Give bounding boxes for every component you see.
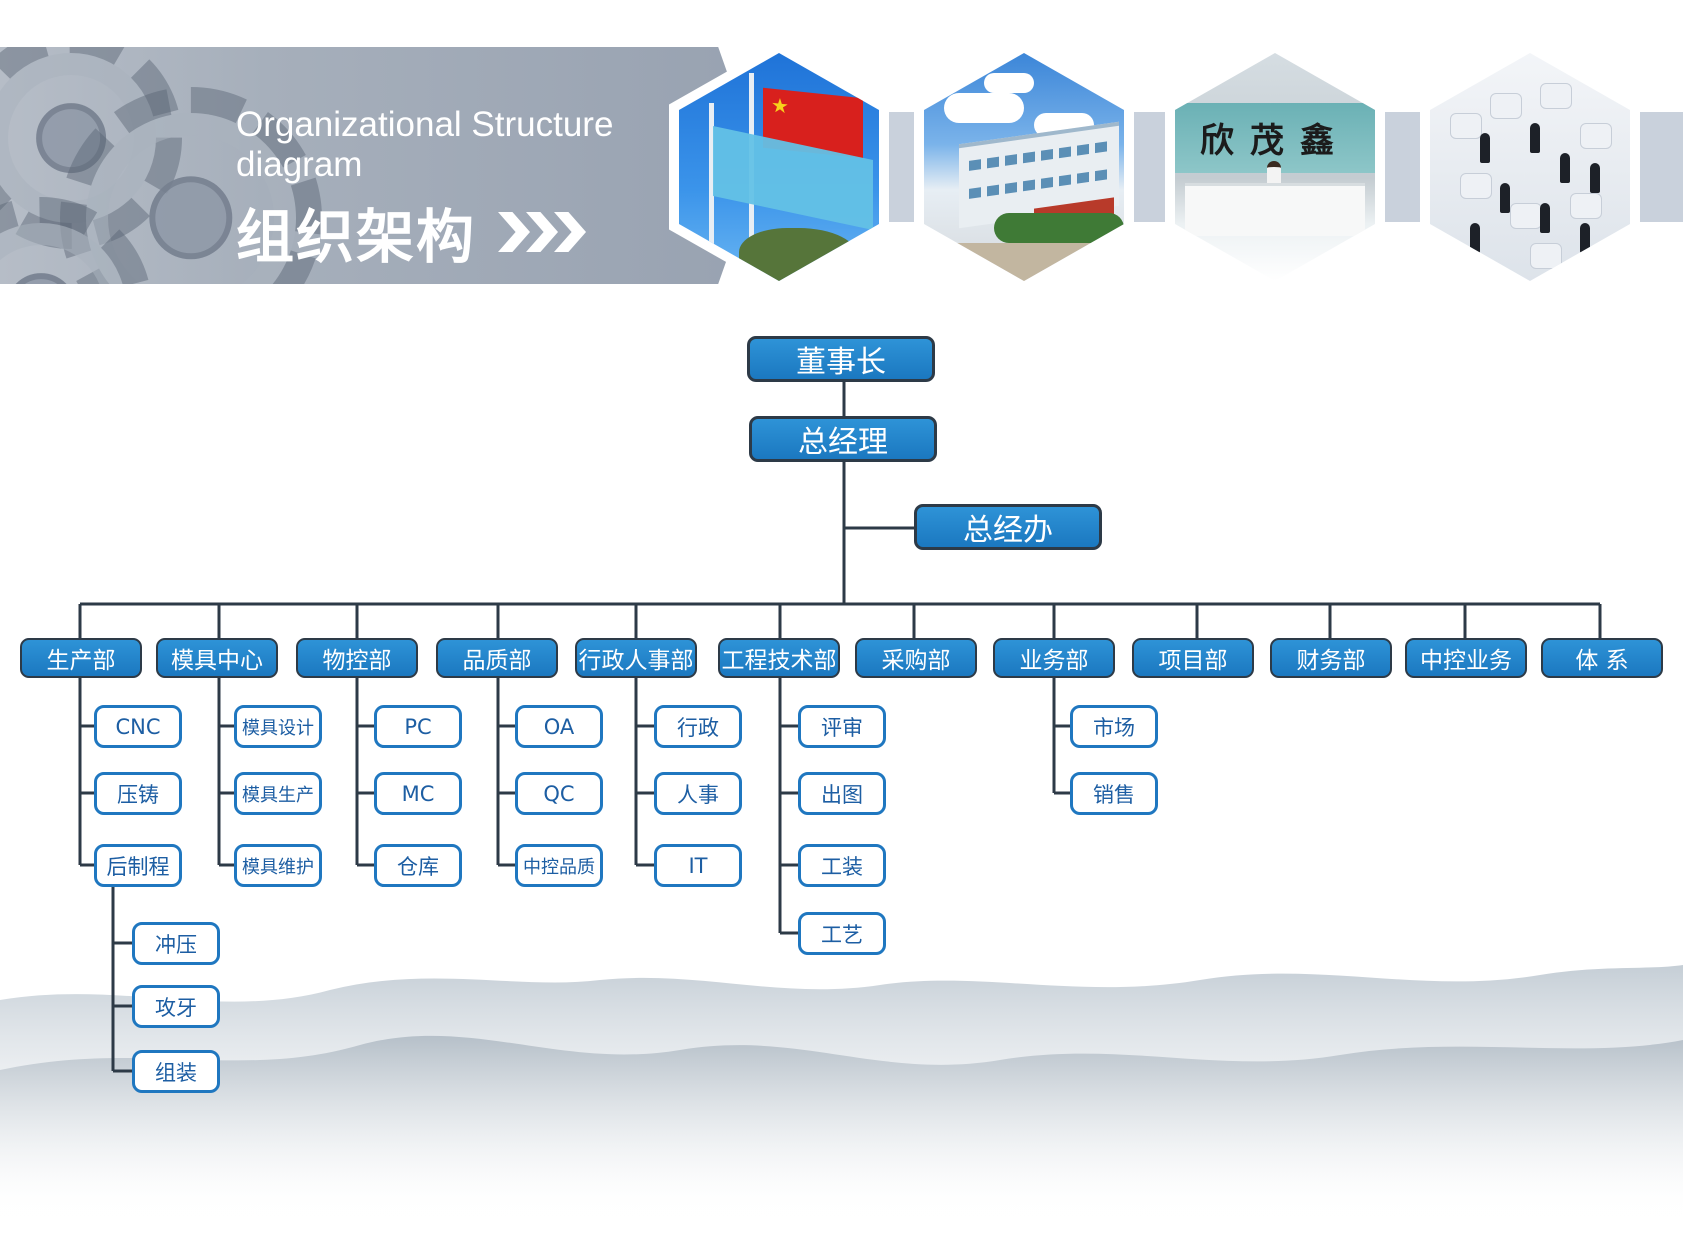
node-label: QC <box>543 781 575 806</box>
node-sub-department[interactable]: 后制程 <box>94 844 182 887</box>
node-label: MC <box>401 781 435 806</box>
node-label: 采购部 <box>881 648 951 674</box>
node-label: IT <box>688 853 708 878</box>
node-label: 体 系 <box>1575 648 1629 674</box>
photo-flags: ★ <box>669 42 889 292</box>
node-label: 压铸 <box>117 782 159 807</box>
node-label: 工程技术部 <box>721 648 837 674</box>
node-label: 董事长 <box>796 345 886 380</box>
node-department[interactable]: 工程技术部 <box>718 638 840 678</box>
node-sub-department[interactable]: 仓库 <box>374 844 462 887</box>
node-sub-department[interactable]: QC <box>515 772 603 815</box>
node-label: 生产部 <box>46 648 116 674</box>
node-label: 行政人事部 <box>578 648 694 674</box>
mountain-background <box>0 965 1683 1220</box>
node-label: PC <box>404 714 432 739</box>
node-sub-department[interactable]: MC <box>374 772 462 815</box>
node-sub-department[interactable]: IT <box>654 844 742 887</box>
node-label: 财务部 <box>1296 648 1366 674</box>
node-label: 中控品质 <box>523 856 595 878</box>
node-sub-department[interactable]: 中控品质 <box>515 844 603 887</box>
node-label: 模具中心 <box>171 648 263 674</box>
node-label: 物控部 <box>322 648 392 674</box>
node-label: 后制程 <box>106 854 170 879</box>
node-department[interactable]: 物控部 <box>296 638 418 678</box>
node-sub-department[interactable]: 工装 <box>798 844 886 887</box>
node-sub-department[interactable]: 人事 <box>654 772 742 815</box>
node-label: 组装 <box>155 1060 197 1085</box>
node-label: 销售 <box>1093 782 1135 807</box>
node-department[interactable]: 体 系 <box>1541 638 1663 678</box>
node-department[interactable]: 采购部 <box>855 638 977 678</box>
node-label: 工艺 <box>821 922 863 947</box>
node-label: 项目部 <box>1158 648 1228 674</box>
node-sub-process[interactable]: 冲压 <box>132 922 220 965</box>
node-sub-process[interactable]: 组装 <box>132 1050 220 1093</box>
node-label: 模具设计 <box>242 717 314 739</box>
node-sub-department[interactable]: 市场 <box>1070 705 1158 748</box>
node-sub-department[interactable]: 工艺 <box>798 912 886 955</box>
node-department[interactable]: 中控业务 <box>1405 638 1527 678</box>
title-chinese: 组织架构 <box>236 203 477 271</box>
node-label: 模具维护 <box>242 856 314 878</box>
node-department[interactable]: 品质部 <box>436 638 558 678</box>
node-sub-department[interactable]: 模具维护 <box>234 844 322 887</box>
node-label: 模具生产 <box>242 784 314 806</box>
node-sub-process[interactable]: 攻牙 <box>132 985 220 1028</box>
header-banner <box>0 47 760 284</box>
node-sub-department[interactable]: 行政 <box>654 705 742 748</box>
node-gm-office[interactable]: 总经办 <box>914 504 1102 550</box>
node-sub-department[interactable]: 评审 <box>798 705 886 748</box>
node-label: CNC <box>115 714 161 739</box>
node-label: 品质部 <box>462 648 532 674</box>
chevron-right-icon <box>498 212 587 252</box>
node-sub-department[interactable]: 模具生产 <box>234 772 322 815</box>
node-chairman[interactable]: 董事长 <box>747 336 935 382</box>
node-label: 中控业务 <box>1420 648 1512 674</box>
node-label: 评审 <box>821 715 863 740</box>
node-department[interactable]: 生产部 <box>20 638 142 678</box>
node-department[interactable]: 业务部 <box>993 638 1115 678</box>
node-sub-department[interactable]: 出图 <box>798 772 886 815</box>
node-general-manager[interactable]: 总经理 <box>749 416 937 462</box>
node-department[interactable]: 行政人事部 <box>575 638 697 678</box>
node-label: 仓库 <box>397 854 439 879</box>
node-sub-department[interactable]: 模具设计 <box>234 705 322 748</box>
node-label: 人事 <box>677 782 719 807</box>
node-label: 冲压 <box>155 932 197 957</box>
node-sub-department[interactable]: 压铸 <box>94 772 182 815</box>
node-label: 总经办 <box>963 513 1053 548</box>
node-label: 市场 <box>1093 715 1135 740</box>
company-logo: 欣茂鑫 <box>1200 121 1350 161</box>
node-sub-department[interactable]: 销售 <box>1070 772 1158 815</box>
node-department[interactable]: 财务部 <box>1270 638 1392 678</box>
title-english: Organizational Structure diagram <box>236 105 614 184</box>
node-label: 攻牙 <box>155 995 197 1020</box>
node-sub-department[interactable]: CNC <box>94 705 182 748</box>
node-department[interactable]: 项目部 <box>1132 638 1254 678</box>
node-label: 工装 <box>821 854 863 879</box>
node-label: 总经理 <box>798 425 888 460</box>
title-chinese-row: 组织架构 <box>236 190 587 274</box>
node-label: 出图 <box>821 782 863 807</box>
node-sub-department[interactable]: OA <box>515 705 603 748</box>
node-label: OA <box>543 714 575 739</box>
node-sub-department[interactable]: PC <box>374 705 462 748</box>
node-label: 业务部 <box>1019 648 1089 674</box>
node-department[interactable]: 模具中心 <box>156 638 278 678</box>
node-label: 行政 <box>677 715 719 740</box>
